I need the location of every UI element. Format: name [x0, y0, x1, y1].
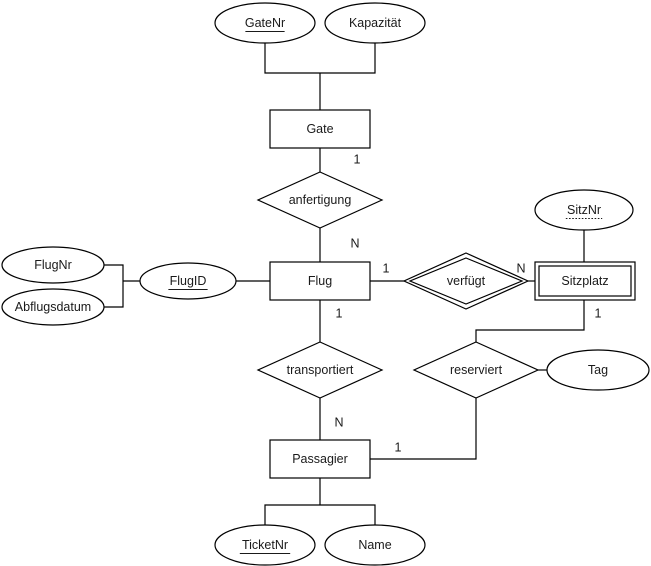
attribute-abflugsdatum[interactable]: Abflugsdatum	[1, 288, 105, 326]
attribute-label: Name	[358, 538, 391, 552]
attribute-shape	[214, 524, 316, 566]
relationship-reserviert[interactable]: reserviert	[412, 341, 540, 399]
attribute-flugid[interactable]: FlugID	[139, 262, 237, 300]
cardinality-transportiert-passagier: N	[334, 415, 343, 429]
attribute-shape	[1, 246, 105, 284]
relationship-shape	[256, 171, 384, 229]
entity-label: Gate	[306, 122, 333, 136]
entity-label: Sitzplatz	[561, 274, 608, 288]
relationship-label: anfertigung	[289, 193, 352, 207]
attribute-label: GateNr	[245, 16, 285, 30]
entity-shape	[269, 109, 371, 149]
attribute-ticketnr[interactable]: TicketNr	[214, 524, 316, 566]
entity-shape	[269, 261, 371, 301]
attribute-label: Abflugsdatum	[15, 300, 91, 314]
relationship-label: transportiert	[287, 363, 354, 377]
entity-flug[interactable]: Flug	[269, 261, 371, 301]
entity-label: Passagier	[292, 452, 348, 466]
cardinality-flug-transportiert: 1	[336, 306, 343, 320]
attribute-shape	[139, 262, 237, 300]
relationship-verfuegt[interactable]: verfügt	[402, 252, 530, 310]
attribute-kapazitaet[interactable]: Kapazität	[324, 2, 426, 44]
attribute-sitznr[interactable]: SitzNr	[534, 189, 634, 231]
cardinality-anfertigung-flug: N	[350, 236, 359, 250]
relationship-transportiert[interactable]: transportiert	[256, 341, 384, 399]
attribute-label: TicketNr	[242, 538, 288, 552]
attribute-shape	[1, 288, 105, 326]
connector-flugnr-bracket	[104, 264, 124, 308]
relationship-shape	[412, 341, 540, 399]
relationship-shape	[402, 252, 530, 310]
relationship-label: reserviert	[450, 363, 503, 377]
attribute-shape	[546, 349, 650, 391]
attribute-label: Tag	[588, 363, 608, 377]
relationship-shape	[256, 341, 384, 399]
entity-passagier[interactable]: Passagier	[269, 439, 371, 479]
connector-layer	[104, 43, 585, 525]
attribute-tag[interactable]: Tag	[546, 349, 650, 391]
cardinality-passagier-reserviert: 1	[395, 440, 402, 454]
attribute-flugnr[interactable]: FlugNr	[1, 246, 105, 284]
relationship-label: verfügt	[447, 274, 486, 288]
attribute-shape	[324, 524, 426, 566]
attribute-name[interactable]: Name	[324, 524, 426, 566]
entity-shape	[269, 439, 371, 479]
cardinality-sitzplatz-reserviert: 1	[595, 306, 602, 320]
cardinality-gate-anfertigung: 1	[354, 152, 361, 166]
cardinality-flug-verfuegt: 1	[383, 261, 390, 275]
cardinality-verfuegt-sitzplatz: N	[516, 261, 525, 275]
attribute-shape	[324, 2, 426, 44]
connector-reserviert-to-passagier	[370, 398, 477, 460]
connector-gatenr-bracket	[264, 43, 376, 74]
entity-shape	[534, 261, 636, 301]
relationship-layer: anfertigung verfügt transportiert reservier…	[256, 171, 540, 399]
entity-sitzplatz[interactable]: Sitzplatz	[534, 261, 636, 301]
entity-gate[interactable]: Gate	[269, 109, 371, 149]
attribute-gatenr[interactable]: GateNr	[214, 2, 316, 44]
attribute-shape	[214, 2, 316, 44]
attribute-label: FlugID	[170, 274, 207, 288]
attribute-shape	[534, 189, 634, 231]
attribute-label: Kapazität	[349, 16, 402, 30]
entity-label: Flug	[308, 274, 332, 288]
relationship-inner-shape	[408, 257, 524, 305]
attribute-label: FlugNr	[34, 258, 72, 272]
relationship-anfertigung[interactable]: anfertigung	[256, 171, 384, 229]
entity-inner-shape	[538, 265, 632, 297]
connector-sitzplatz-to-reserviert	[475, 300, 585, 342]
attribute-label: SitzNr	[567, 203, 601, 217]
connector-ticketnr-bracket	[264, 504, 376, 525]
